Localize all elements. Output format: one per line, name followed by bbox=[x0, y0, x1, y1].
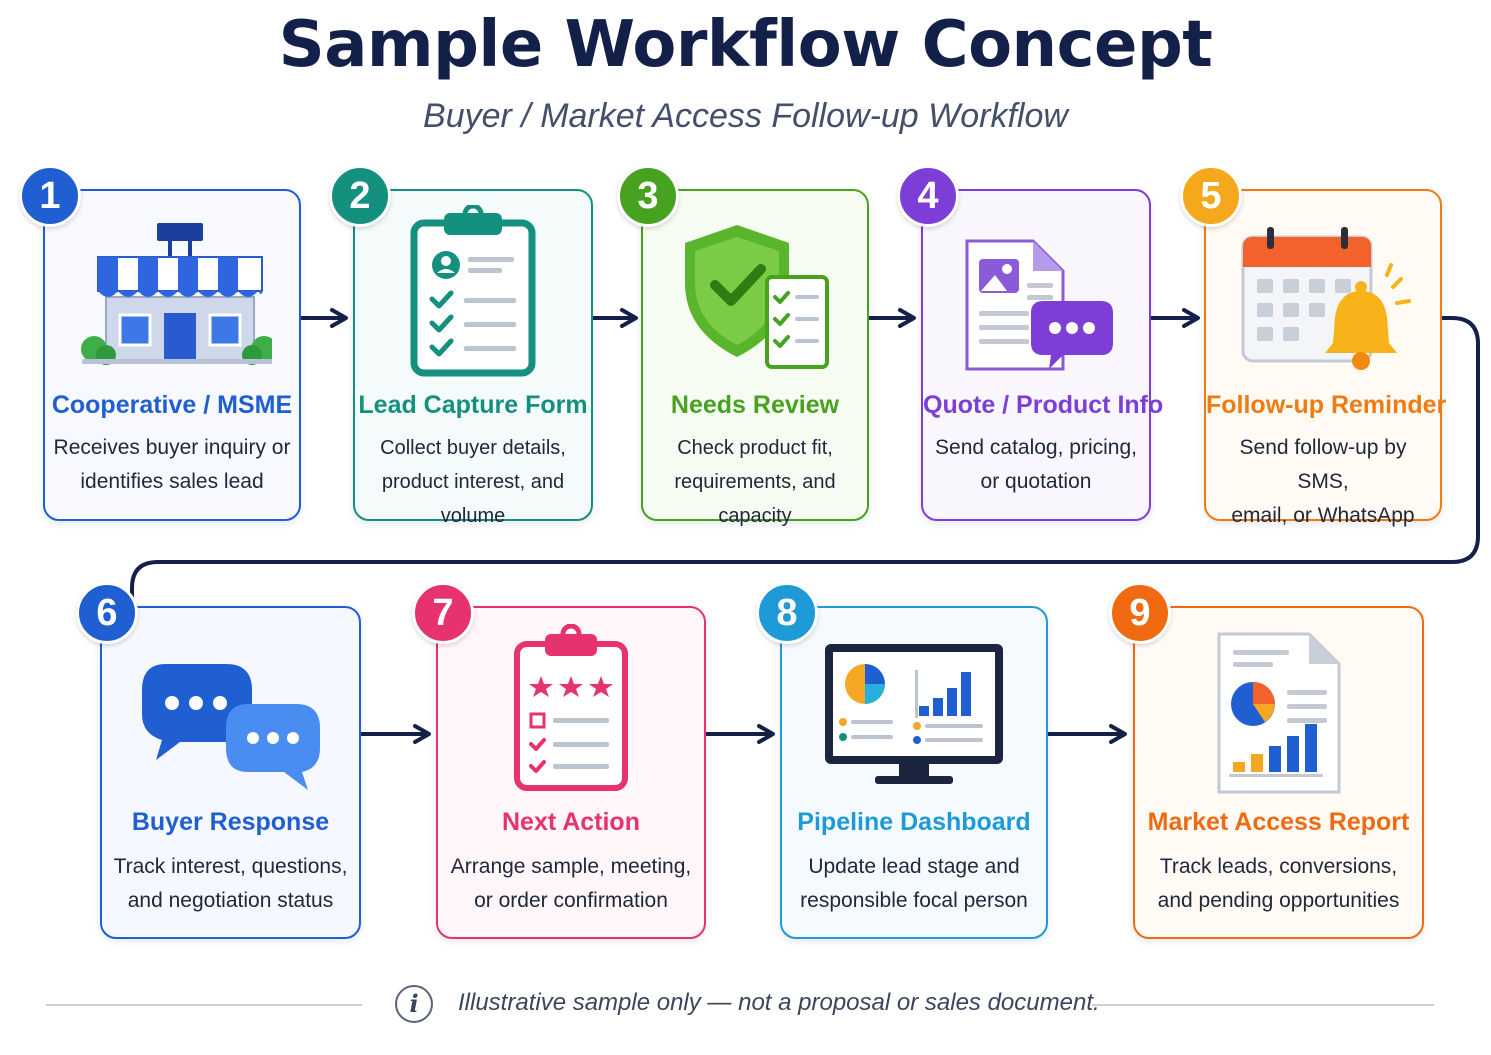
step-number-badge: 3 bbox=[617, 165, 679, 227]
step-card-4: 4 Quote / Product Info Send catalog, pri… bbox=[897, 165, 1164, 521]
step-title: Follow-up Reminder bbox=[1206, 391, 1447, 419]
step-number-badge: 5 bbox=[1180, 165, 1242, 227]
step-number-badge: 2 bbox=[329, 165, 391, 227]
footer-note: Illustrative sample only — not a proposa… bbox=[458, 989, 1100, 1016]
step-title: Cooperative / MSME bbox=[51, 391, 293, 419]
step-title: Buyer Response bbox=[131, 808, 330, 836]
step-description: Track leads, conversions,and pending opp… bbox=[1157, 855, 1400, 912]
clipboard-stars-icon bbox=[511, 624, 631, 794]
page-title: Sample Workflow Concept bbox=[278, 8, 1213, 82]
shield-check-icon bbox=[675, 221, 835, 371]
step-description: Collect buyer details,product interest, … bbox=[380, 437, 566, 527]
step-card-8: 8 Pipeline Dashboard Update lead stage a… bbox=[756, 582, 1048, 939]
monitor-dashboard-icon bbox=[819, 640, 1009, 790]
report-chart-icon bbox=[1209, 628, 1349, 798]
step-description: Arrange sample, meeting,or order confirm… bbox=[450, 855, 692, 912]
step-card-1: 1 Cooperative / MSME Receives buyer inqu… bbox=[19, 165, 301, 521]
footer-divider-right bbox=[1092, 1004, 1434, 1006]
step-number-badge: 6 bbox=[76, 582, 138, 644]
step-card-6: 6 Buyer Response Track interest, questio… bbox=[76, 582, 361, 939]
step-title: Pipeline Dashboard bbox=[797, 808, 1031, 836]
step-card-3: 3 Needs Review Check product fit,require… bbox=[617, 165, 869, 527]
step-number-badge: 9 bbox=[1109, 582, 1171, 644]
step-description: Track interest, questions,and negotiatio… bbox=[113, 855, 348, 912]
step-card-5: 5 Follow-up Reminder Send follow-up by S… bbox=[1180, 165, 1447, 527]
step-card-9: 9 Market Access Report Track leads, conv… bbox=[1109, 582, 1424, 939]
step-title: Needs Review bbox=[670, 391, 840, 419]
calendar-bell-icon bbox=[1233, 227, 1413, 377]
step-card-2: 2 Lead Capture Form Collect buyer detail… bbox=[329, 165, 593, 527]
document-chat-icon bbox=[951, 235, 1121, 375]
step-description: Send follow-up by SMS,email, or WhatsApp bbox=[1231, 436, 1415, 527]
step-title: Market Access Report bbox=[1147, 808, 1410, 836]
store-icon bbox=[72, 217, 272, 372]
step-description: Send catalog, pricing,or quotation bbox=[935, 436, 1137, 493]
clipboard-form-icon bbox=[408, 205, 538, 377]
chat-bubbles-icon bbox=[136, 658, 326, 793]
step-description: Check product fit,requirements, and capa… bbox=[674, 437, 836, 527]
footer-divider-left bbox=[46, 1004, 362, 1006]
step-number-badge: 4 bbox=[897, 165, 959, 227]
step-card-7: 7 Next Action Arrange sample, meeting,or… bbox=[412, 582, 706, 939]
step-number-badge: 1 bbox=[19, 165, 81, 227]
step-title: Next Action bbox=[502, 808, 640, 836]
step-title: Lead Capture Form bbox=[358, 391, 588, 419]
step-title: Quote / Product Info bbox=[923, 391, 1164, 419]
step-number-badge: 8 bbox=[756, 582, 818, 644]
page-subtitle: Buyer / Market Access Follow-up Workflow bbox=[423, 97, 1068, 135]
arrow-5-6-wrap bbox=[130, 316, 1480, 598]
info-icon: i bbox=[395, 985, 433, 1023]
step-number-badge: 7 bbox=[412, 582, 474, 644]
